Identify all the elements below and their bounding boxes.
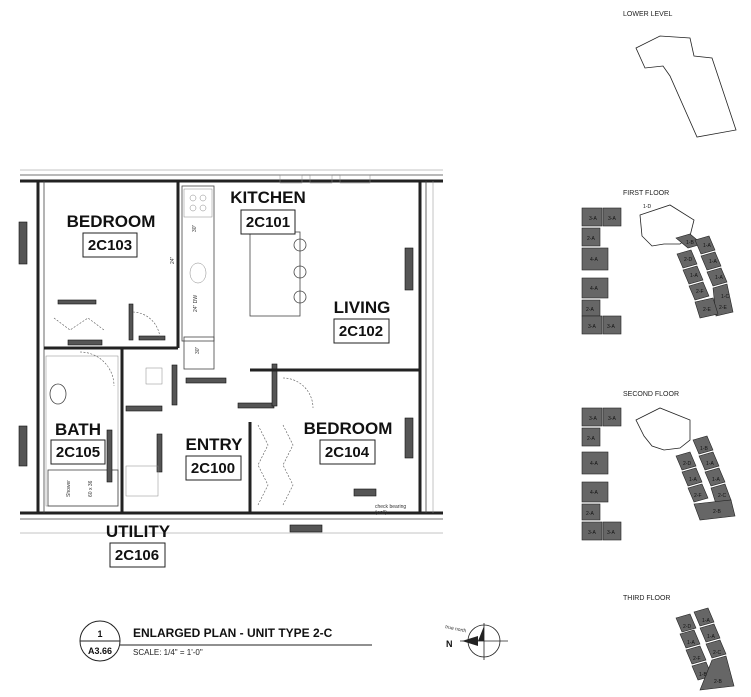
unit-label: 1-D (643, 204, 651, 210)
check-bearing-note-2: (wall) (375, 510, 387, 516)
unit-label: 1-B (700, 446, 708, 452)
window-hatch-left-upper (18, 221, 28, 265)
shower-note: Shower (66, 480, 72, 497)
unit-label: 1-A (712, 477, 720, 483)
unit-label: 2-A (586, 307, 594, 313)
drawing-scale: SCALE: 1/4" = 1'-0" (133, 648, 203, 657)
room-name-bedroom-a: BEDROOM (67, 212, 156, 231)
key-plan-label-first: FIRST FLOOR (623, 190, 669, 197)
unit-label: 2-D (684, 257, 692, 263)
wall-hatch-bottom (353, 488, 377, 497)
unit-label: 2-F (696, 289, 704, 295)
unit-2c-floor-plan (18, 169, 443, 534)
unit-label: 2-D (683, 624, 691, 630)
unit-label: 4-A (590, 490, 598, 496)
unit-label: 2-C (718, 493, 726, 499)
unit-label: 4-A (590, 286, 598, 292)
room-number-bedroom-b: 2C104 (325, 444, 370, 461)
unit-label: 1-A (689, 477, 697, 483)
unit-label: 2-D (683, 461, 691, 467)
unit-label: 1-A (703, 243, 711, 249)
shower-size-note: 60 x 36 (88, 480, 94, 497)
unit-label: 4-A (590, 461, 598, 467)
room-number-bedroom-a: 2C103 (88, 237, 132, 254)
unit-label: 3-A (588, 530, 596, 536)
room-name-bedroom-b: BEDROOM (304, 419, 393, 438)
unit-label: 1-C (721, 294, 729, 300)
unit-label: 3-A (589, 216, 597, 222)
unit-label: 1-A (709, 259, 717, 265)
key-plan-label-third: THIRD FLOOR (623, 595, 670, 602)
key-plan-label-second: SECOND FLOOR (623, 391, 679, 398)
room-number-living: 2C102 (339, 323, 383, 340)
unit-label: 2-E (719, 305, 727, 311)
room-name-utility: UTILITY (106, 522, 171, 541)
true-north-label: true north (445, 624, 467, 634)
north-arrow-icon (460, 623, 508, 660)
detail-number: 1 (97, 629, 102, 639)
room-number-bath: 2C105 (56, 444, 100, 461)
counter-note-24dw: 24" DW (193, 295, 199, 312)
unit-label: 2-A (587, 436, 595, 442)
unit-label: 4-A (590, 257, 598, 263)
unit-label: 3-A (608, 216, 616, 222)
unit-label: 2-E (703, 307, 711, 313)
unit-label: 2-F (694, 493, 702, 499)
unit-label: 1-B (686, 240, 694, 246)
room-name-bath: BATH (55, 420, 101, 439)
check-bearing-note: check bearing (375, 504, 406, 510)
unit-label: 1-A (690, 273, 698, 279)
room-name-living: LIVING (334, 298, 391, 317)
north-label: N (446, 639, 453, 649)
key-plan-first-floor: 3-A 3-A 2-A 4-A 4-A 2-A 3-A 3-A 1-D 1-B … (581, 204, 734, 335)
unit-label: 2-B (714, 679, 722, 685)
window-hatch-right-lower (404, 417, 414, 459)
key-plan-third-floor: 2-D 1-A 1-A 1-A 2-F 2-C 2-B 1-B (675, 607, 735, 691)
unit-label: 1-A (707, 634, 715, 640)
unit-label: 2-A (587, 236, 595, 242)
unit-label: 2-A (586, 511, 594, 517)
unit-label: 1-A (702, 618, 710, 624)
room-number-kitchen: 2C101 (246, 214, 290, 231)
unit-label: 3-A (588, 324, 596, 330)
window-hatch-left-lower (18, 425, 28, 467)
unit-label: 1-A (715, 275, 723, 281)
unit-label: 2-F (693, 656, 701, 662)
key-plan-label-lower: LOWER LEVEL (623, 11, 673, 18)
key-plan-lower-level (635, 35, 737, 138)
unit-label: 3-A (607, 324, 615, 330)
unit-label: 3-A (608, 416, 616, 422)
unit-label: 1-B (699, 672, 707, 678)
key-plan-second-floor: 3-A 3-A 2-A 4-A 4-A 2-A 3-A 3-A 1-B 2-D … (581, 407, 736, 541)
drawing-title: ENLARGED PLAN - UNIT TYPE 2-C (133, 626, 333, 640)
unit-label: 3-A (589, 416, 597, 422)
room-number-entry: 2C100 (191, 460, 235, 477)
window-hatch-right-upper (404, 247, 414, 291)
drawing-title-block (79, 620, 372, 662)
unit-label: 2-C (713, 650, 721, 656)
counter-note-30b: 30" (195, 346, 201, 354)
unit-label: 3-A (607, 530, 615, 536)
unit-label: 1-A (706, 461, 714, 467)
counter-note-24: 24" (170, 256, 176, 264)
room-name-kitchen: KITCHEN (230, 188, 306, 207)
unit-label: 2-B (713, 509, 721, 515)
room-number-utility: 2C106 (115, 547, 159, 564)
sheet-number: A3.66 (88, 646, 112, 656)
room-name-entry: ENTRY (186, 435, 244, 454)
counter-note-30a: 30" (192, 224, 198, 232)
unit-label: 1-A (687, 640, 695, 646)
